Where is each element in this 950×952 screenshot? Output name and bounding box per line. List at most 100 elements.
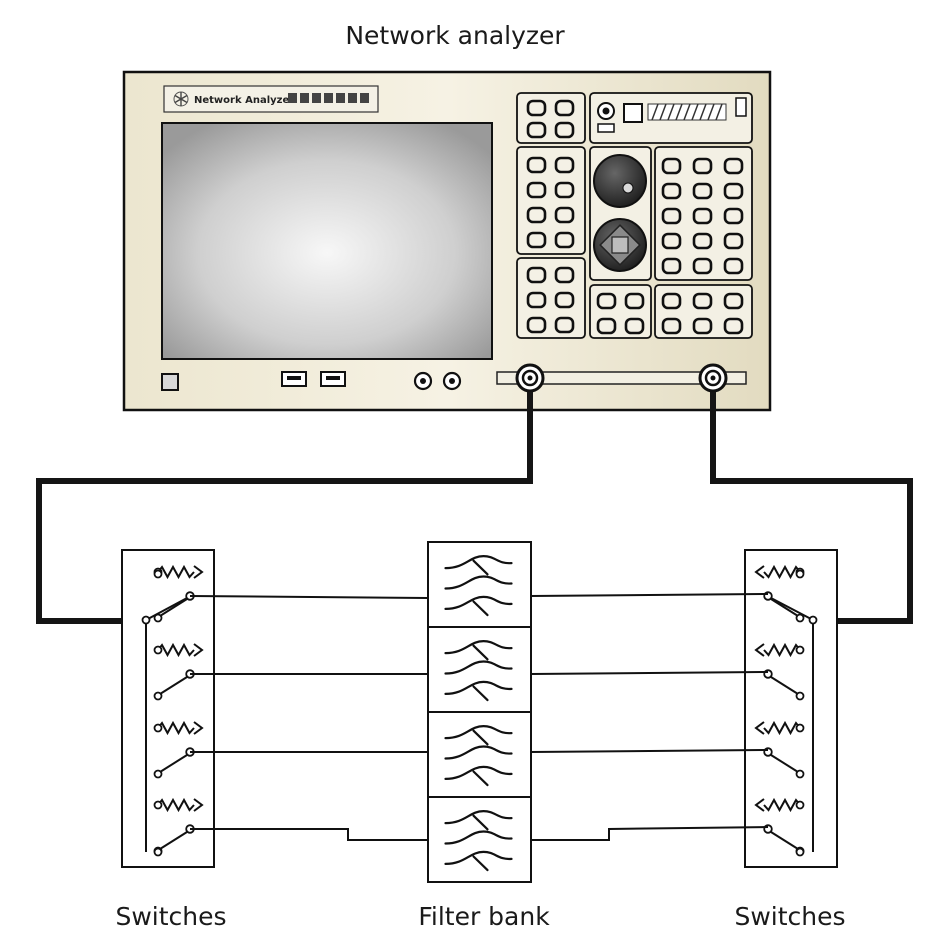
top-left-key[interactable] bbox=[526, 121, 547, 139]
left-middle-key[interactable] bbox=[526, 231, 547, 249]
right-middle-key[interactable] bbox=[692, 207, 713, 225]
key-cap[interactable] bbox=[554, 181, 575, 199]
left-middle-key[interactable] bbox=[554, 181, 575, 199]
right-bottom-key[interactable] bbox=[723, 292, 744, 310]
key-cap[interactable] bbox=[526, 291, 547, 309]
key-cap[interactable] bbox=[723, 257, 744, 275]
right-middle-key[interactable] bbox=[692, 232, 713, 250]
left-bottom-key[interactable] bbox=[526, 316, 547, 334]
key-cap[interactable] bbox=[661, 157, 682, 175]
key-cap[interactable] bbox=[692, 207, 713, 225]
key-cap[interactable] bbox=[661, 317, 682, 335]
center-bottom-key[interactable] bbox=[596, 292, 617, 310]
right-bottom-key[interactable] bbox=[692, 292, 713, 310]
right-bottom-key[interactable] bbox=[661, 317, 682, 335]
cable-port-1-to-left-switches bbox=[36, 392, 533, 624]
key-cap[interactable] bbox=[526, 156, 547, 174]
key-cap[interactable] bbox=[661, 257, 682, 275]
right-bottom-key[interactable] bbox=[723, 317, 744, 335]
key-cap[interactable] bbox=[526, 316, 547, 334]
right-middle-key[interactable] bbox=[723, 182, 744, 200]
left-bottom-key[interactable] bbox=[554, 316, 575, 334]
wire-right-1 bbox=[530, 593, 769, 597]
left-bottom-key[interactable] bbox=[526, 266, 547, 284]
key-cap[interactable] bbox=[723, 182, 744, 200]
left-middle-key[interactable] bbox=[554, 156, 575, 174]
top-left-key[interactable] bbox=[554, 121, 575, 139]
right-bottom-key[interactable] bbox=[692, 317, 713, 335]
key-cap[interactable] bbox=[526, 266, 547, 284]
key-cap[interactable] bbox=[723, 207, 744, 225]
key-cap[interactable] bbox=[554, 316, 575, 334]
right-middle-key[interactable] bbox=[723, 257, 744, 275]
key-cap[interactable] bbox=[723, 317, 744, 335]
right-middle-key[interactable] bbox=[661, 207, 682, 225]
right-middle-key[interactable] bbox=[661, 257, 682, 275]
key-cap[interactable] bbox=[526, 206, 547, 224]
key-cap[interactable] bbox=[526, 181, 547, 199]
key-cap[interactable] bbox=[554, 156, 575, 174]
left-bottom-key[interactable] bbox=[526, 291, 547, 309]
key-cap[interactable] bbox=[554, 121, 575, 139]
left-middle-key[interactable] bbox=[526, 181, 547, 199]
center-bottom-key[interactable] bbox=[624, 317, 645, 335]
spring-coil bbox=[763, 642, 801, 658]
right-middle-key[interactable] bbox=[661, 182, 682, 200]
left-middle-key[interactable] bbox=[554, 206, 575, 224]
key-cap[interactable] bbox=[661, 232, 682, 250]
key-cap[interactable] bbox=[723, 232, 744, 250]
left-middle-key[interactable] bbox=[554, 231, 575, 249]
key-cap[interactable] bbox=[554, 291, 575, 309]
right-middle-key[interactable] bbox=[692, 257, 713, 275]
key-cap[interactable] bbox=[624, 292, 645, 310]
key-cap[interactable] bbox=[692, 257, 713, 275]
switch-blade bbox=[159, 831, 188, 850]
key-cap[interactable] bbox=[596, 292, 617, 310]
center-bottom-key[interactable] bbox=[596, 317, 617, 335]
stop-mark bbox=[472, 559, 489, 576]
key-cap[interactable] bbox=[692, 292, 713, 310]
right-bottom-key[interactable] bbox=[661, 292, 682, 310]
key-cap[interactable] bbox=[661, 207, 682, 225]
key-cap[interactable] bbox=[554, 231, 575, 249]
right-middle-key[interactable] bbox=[661, 232, 682, 250]
key-cap[interactable] bbox=[596, 317, 617, 335]
key-cap[interactable] bbox=[723, 292, 744, 310]
key-cap[interactable] bbox=[661, 182, 682, 200]
left-middle-key[interactable] bbox=[526, 206, 547, 224]
key-cap[interactable] bbox=[692, 182, 713, 200]
top-left-key[interactable] bbox=[554, 99, 575, 117]
center-bottom-key[interactable] bbox=[624, 292, 645, 310]
right-middle-key[interactable] bbox=[661, 157, 682, 175]
left-middle-key[interactable] bbox=[526, 156, 547, 174]
key-cap[interactable] bbox=[692, 232, 713, 250]
top-left-key[interactable] bbox=[526, 99, 547, 117]
key-cap[interactable] bbox=[526, 231, 547, 249]
key-cap[interactable] bbox=[526, 121, 547, 139]
bottom-contact bbox=[795, 847, 805, 857]
left-bottom-key[interactable] bbox=[554, 266, 575, 284]
key-cap[interactable] bbox=[692, 317, 713, 335]
key-cap[interactable] bbox=[661, 292, 682, 310]
right-middle-key[interactable] bbox=[723, 207, 744, 225]
key-cap[interactable] bbox=[723, 157, 744, 175]
test-port-2[interactable] bbox=[698, 363, 728, 393]
right-middle-key[interactable] bbox=[723, 157, 744, 175]
left-bottom-key[interactable] bbox=[554, 291, 575, 309]
key-cap[interactable] bbox=[554, 266, 575, 284]
key-cap[interactable] bbox=[554, 206, 575, 224]
common-contact bbox=[808, 615, 818, 625]
key-cap[interactable] bbox=[692, 157, 713, 175]
key-cap[interactable] bbox=[554, 99, 575, 117]
right-middle-key[interactable] bbox=[692, 182, 713, 200]
right-middle-key[interactable] bbox=[723, 232, 744, 250]
switch-blade bbox=[159, 754, 188, 773]
right-middle-key[interactable] bbox=[692, 157, 713, 175]
key-cap[interactable] bbox=[624, 317, 645, 335]
test-port-1[interactable] bbox=[515, 363, 545, 393]
power-button[interactable] bbox=[161, 373, 179, 391]
key-cap[interactable] bbox=[526, 99, 547, 117]
rotary-knob[interactable] bbox=[593, 154, 647, 208]
navigation-pad[interactable] bbox=[593, 218, 647, 272]
